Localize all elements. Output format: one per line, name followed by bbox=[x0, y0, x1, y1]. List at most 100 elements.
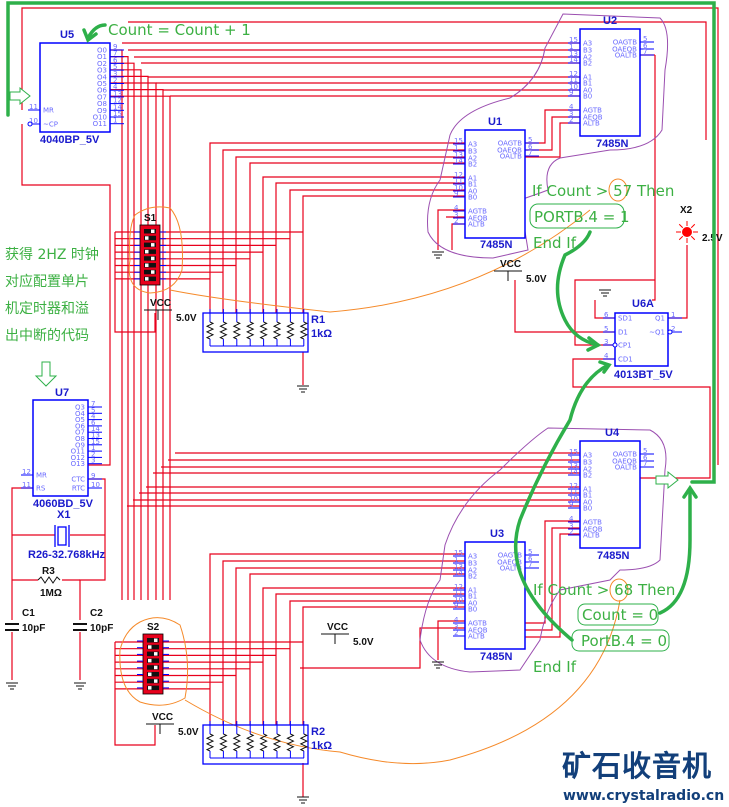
pin-label: B3 bbox=[468, 560, 477, 568]
pin-label: OAEQB bbox=[497, 559, 522, 567]
dip-switch-knob bbox=[148, 686, 152, 690]
resistor-zigzag bbox=[299, 733, 308, 752]
pin-label: A3 bbox=[583, 452, 592, 460]
pin-number: 4 bbox=[91, 413, 96, 421]
pin-label: A1 bbox=[468, 175, 477, 183]
resistor-zigzag bbox=[286, 733, 295, 752]
pin-number: 15 bbox=[113, 110, 122, 118]
pin-number: 4 bbox=[569, 103, 574, 111]
pin-number: 10 bbox=[569, 83, 578, 91]
pin-number: 11 bbox=[569, 76, 578, 84]
pin-number: 12 bbox=[454, 171, 463, 179]
pin-label: A0 bbox=[468, 600, 477, 608]
led-ray bbox=[690, 223, 696, 229]
pin-label: B1 bbox=[583, 80, 592, 88]
cn-note-line-4: 出中断的代码 bbox=[5, 328, 89, 344]
dip-switch-knob bbox=[148, 645, 152, 649]
chip-part-label: 7485N bbox=[597, 550, 629, 562]
wire bbox=[235, 156, 465, 313]
dip-switch-knob bbox=[145, 249, 149, 254]
pin-number: 6 bbox=[604, 311, 609, 319]
pin-label: CP1 bbox=[618, 342, 632, 350]
pin-number: 1 bbox=[454, 556, 458, 564]
pin-label: AEQB bbox=[583, 114, 603, 122]
pin-number: 11 bbox=[29, 103, 38, 111]
dip-switch-lever bbox=[147, 644, 159, 650]
pin-number: 15 bbox=[454, 137, 463, 145]
wire bbox=[275, 182, 465, 313]
wire bbox=[110, 69, 142, 600]
wire bbox=[668, 245, 688, 319]
dip-switch-knob bbox=[145, 236, 149, 240]
pin-number: 1 bbox=[671, 311, 675, 319]
pin-label: OAEQB bbox=[497, 147, 522, 155]
note-if-57: If Count > 57 Then bbox=[532, 182, 674, 200]
pin-label: O8 bbox=[97, 100, 107, 108]
wire bbox=[262, 587, 465, 725]
wire bbox=[235, 567, 465, 725]
pin-label: B3 bbox=[583, 459, 592, 467]
capacitor-value: 10pF bbox=[22, 623, 45, 634]
capacitor-ref: C2 bbox=[90, 608, 103, 619]
wire bbox=[451, 223, 465, 250]
arrow-head-icon bbox=[598, 360, 612, 374]
resistor-zigzag bbox=[219, 733, 228, 752]
wire bbox=[110, 88, 164, 600]
pin-number: 6 bbox=[113, 56, 118, 64]
pin-number: 7 bbox=[528, 561, 532, 569]
wire bbox=[110, 82, 157, 600]
dip-switch-lever bbox=[147, 672, 159, 677]
pin-number: 11 bbox=[454, 589, 463, 597]
dip-switch-lever bbox=[147, 638, 159, 643]
resistor-zigzag bbox=[299, 321, 308, 340]
vcc-value: 5.0V bbox=[526, 274, 547, 285]
wire bbox=[222, 560, 465, 725]
arrow-head-icon bbox=[82, 28, 98, 43]
pin-number: 2 bbox=[671, 325, 675, 333]
pin-number: 11 bbox=[22, 481, 31, 489]
inverted-output-marker bbox=[667, 329, 673, 335]
wire bbox=[128, 21, 707, 140]
pin-label: OALTB bbox=[615, 464, 637, 472]
wire bbox=[275, 593, 465, 725]
pin-label: B3 bbox=[583, 47, 592, 55]
pin-label: A1 bbox=[583, 74, 592, 82]
resistor-zigzag bbox=[232, 733, 241, 752]
pin-label: AGTB bbox=[583, 107, 602, 115]
hand-drawn-outlines bbox=[119, 13, 669, 765]
pin-label: OAEQB bbox=[612, 46, 637, 54]
chip-u4: A315B31A213B214A112B111A010B09AGTB4AEQB3… bbox=[568, 427, 654, 562]
pin-label: O10 bbox=[93, 114, 107, 122]
pin-label: B0 bbox=[583, 93, 592, 101]
pin-number: 11 bbox=[569, 488, 578, 496]
pin-number: 13 bbox=[454, 563, 463, 571]
pin-label: O5 bbox=[97, 80, 107, 88]
chip-u1: A315B31A213B214A112B111A010B09AGTB4AEQB3… bbox=[453, 116, 539, 251]
resistor-network-body bbox=[202, 312, 309, 353]
pin-label: B2 bbox=[468, 161, 477, 169]
pin-label: A2 bbox=[468, 567, 477, 575]
pin-number: 7 bbox=[643, 48, 647, 56]
watermark-title: 矿石收音机 bbox=[562, 749, 712, 783]
pin-label: SD1 bbox=[618, 315, 632, 323]
pin-number: 13 bbox=[569, 462, 578, 470]
pin-number: 5 bbox=[528, 136, 532, 144]
vcc-label: VCC bbox=[152, 712, 173, 723]
pin-label: AEQB bbox=[468, 215, 488, 223]
chip-part-label: 7485N bbox=[596, 138, 628, 150]
chip-ref-label: U5 bbox=[60, 29, 74, 41]
dip-switch-lever bbox=[147, 651, 159, 657]
pin-number: 2 bbox=[113, 77, 117, 85]
resistor-network-body bbox=[202, 724, 309, 765]
chip-body bbox=[579, 440, 641, 549]
wire bbox=[437, 209, 465, 250]
resistor-zigzag bbox=[205, 733, 215, 752]
dip-switch-knob bbox=[145, 277, 149, 281]
note-portb-set: PORTB.4 = 1 bbox=[534, 208, 630, 226]
pin-number: 6 bbox=[528, 555, 533, 563]
pin-number: 6 bbox=[91, 419, 96, 427]
pin-label: O6 bbox=[75, 422, 86, 430]
